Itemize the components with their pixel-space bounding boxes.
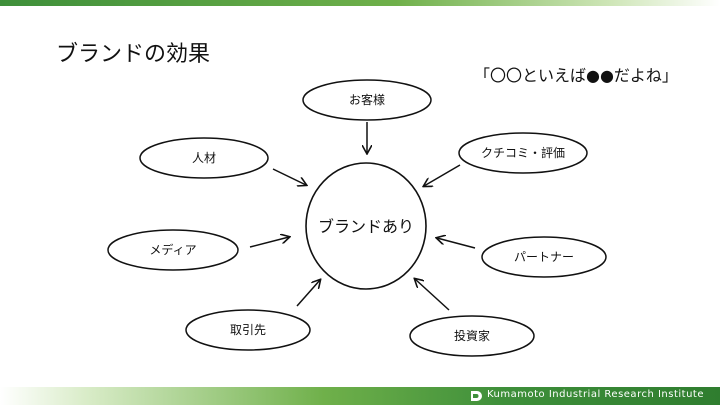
node-label-investor: 投資家	[454, 328, 490, 343]
arrow-investor	[415, 279, 450, 311]
node-trade: 取引先	[185, 309, 311, 351]
node-label-talent: 人材	[192, 151, 216, 165]
node-talent: 人材	[139, 137, 269, 179]
kiri-logo-icon	[471, 391, 482, 401]
node-label-trade: 取引先	[230, 323, 266, 337]
node-investor: 投資家	[409, 315, 535, 357]
slide-title: ブランドの効果	[56, 42, 211, 67]
arrow-kuchikomi	[424, 164, 461, 186]
arrow-trade	[296, 280, 320, 307]
center-node: ブランドあり	[305, 162, 427, 290]
arrow-talent	[272, 168, 306, 185]
node-media: メディア	[107, 229, 239, 271]
node-customer: お客様	[302, 79, 432, 121]
node-label-kuchikomi: クチコミ・評価	[481, 145, 565, 160]
arrow-media	[249, 237, 289, 248]
node-partner: パートナー	[481, 236, 607, 278]
node-label-media: メディア	[149, 242, 196, 257]
center-label: ブランドあり	[318, 217, 414, 236]
arrow-partner	[437, 238, 476, 249]
footer-institute-name: Kumamoto Industrial Research Institute	[487, 389, 704, 400]
footer-bar: Kumamoto Industrial Research Institute	[0, 387, 720, 405]
node-label-customer: お客様	[349, 92, 385, 107]
slide-tagline: 「〇〇といえば●●だよね」	[474, 66, 678, 85]
node-label-partner: パートナー	[514, 250, 574, 264]
top-accent-bar	[0, 0, 720, 6]
node-kuchikomi: クチコミ・評価	[458, 132, 588, 174]
